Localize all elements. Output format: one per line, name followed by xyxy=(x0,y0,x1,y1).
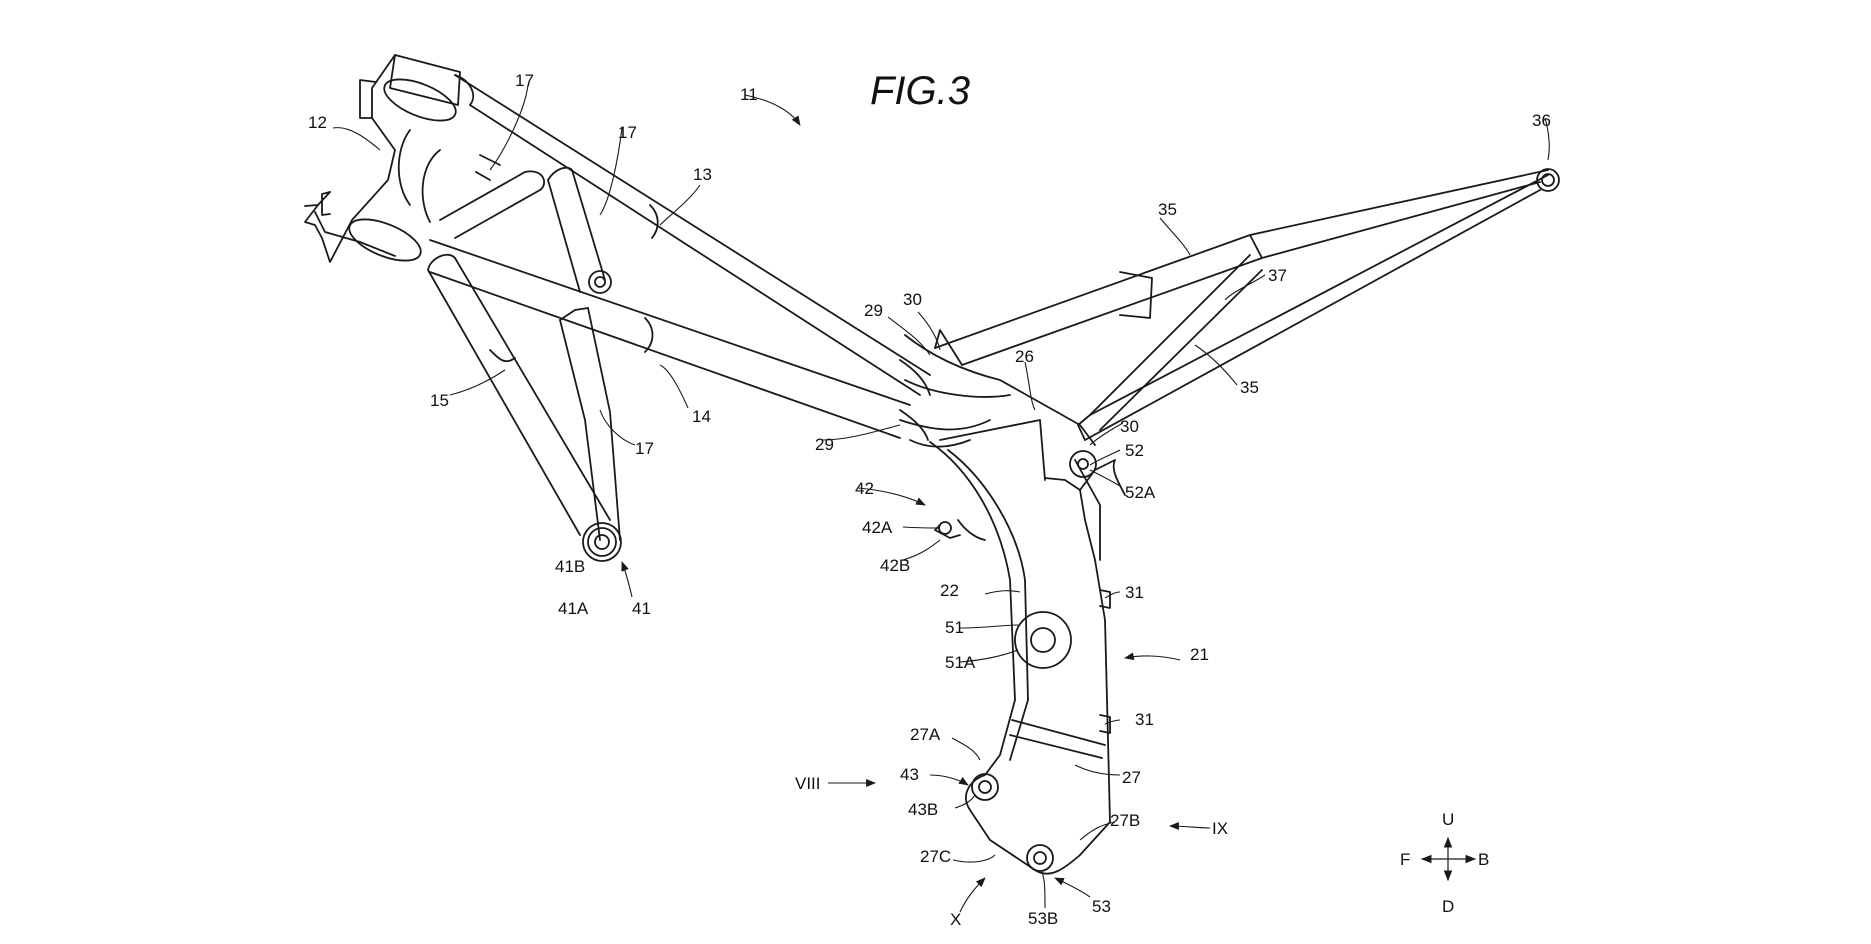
label-27: 27 xyxy=(1122,768,1141,787)
label-35-top: 35 xyxy=(1158,200,1177,219)
label-22: 22 xyxy=(940,581,959,600)
cross-tubes xyxy=(439,166,621,541)
label-21: 21 xyxy=(1190,645,1209,664)
label-42B: 42B xyxy=(880,556,910,575)
label-11: 11 xyxy=(740,85,758,104)
label-41: 41 xyxy=(632,599,651,618)
label-27A: 27A xyxy=(910,725,941,744)
label-53B: 53B xyxy=(1028,909,1058,928)
reference-labels: 11 12 13 14 15 17 17 17 21 22 26 27 27A … xyxy=(308,71,1551,929)
compass-back-label: B xyxy=(1478,850,1489,869)
label-17-low: 17 xyxy=(635,439,654,458)
label-30-top: 30 xyxy=(903,290,922,309)
label-17-mid: 17 xyxy=(618,123,637,142)
label-31-bottom: 31 xyxy=(1135,710,1154,729)
label-31-top: 31 xyxy=(1125,583,1144,602)
label-41A: 41A xyxy=(558,599,589,618)
label-27C: 27C xyxy=(920,847,951,866)
figure-title: FIG.3 xyxy=(870,69,970,113)
label-41B: 41B xyxy=(555,557,585,576)
label-13: 13 xyxy=(693,165,712,184)
compass-down-label: D xyxy=(1442,897,1454,916)
main-frame-lower xyxy=(429,239,911,439)
label-14: 14 xyxy=(692,407,711,426)
label-27B: 27B xyxy=(1110,811,1140,830)
label-26: 26 xyxy=(1015,347,1034,366)
label-15: 15 xyxy=(430,391,449,410)
leader-lines xyxy=(332,84,1550,913)
label-29-bottom: 29 xyxy=(815,435,834,454)
label-53: 53 xyxy=(1092,897,1111,916)
down-tube xyxy=(427,253,611,536)
label-43: 43 xyxy=(900,765,919,784)
label-35-bottom: 35 xyxy=(1240,378,1259,397)
label-17-top: 17 xyxy=(515,71,534,90)
orientation-compass: U D F B xyxy=(1400,810,1489,916)
pivot-plate xyxy=(929,441,1126,875)
rear-frame xyxy=(934,168,1560,441)
label-42A: 42A xyxy=(862,518,893,537)
compass-up-label: U xyxy=(1442,810,1454,829)
front-mount-41 xyxy=(582,522,622,562)
label-12: 12 xyxy=(308,113,327,132)
label-view-X: X xyxy=(950,910,961,929)
label-42: 42 xyxy=(855,479,874,498)
label-30-bottom: 30 xyxy=(1120,417,1139,436)
label-view-IX: IX xyxy=(1212,819,1228,838)
head-pipe xyxy=(304,54,501,263)
label-37: 37 xyxy=(1268,266,1287,285)
compass-front-label: F xyxy=(1400,850,1410,869)
main-frame-upper xyxy=(454,74,931,396)
label-52A: 52A xyxy=(1125,483,1156,502)
label-36: 36 xyxy=(1532,111,1551,130)
label-51: 51 xyxy=(945,618,964,637)
label-29-top: 29 xyxy=(864,301,883,320)
junction-gusset xyxy=(899,334,1096,481)
label-51A: 51A xyxy=(945,653,976,672)
label-52: 52 xyxy=(1125,441,1144,460)
label-43B: 43B xyxy=(908,800,938,819)
label-view-VIII: VIII xyxy=(795,774,821,793)
